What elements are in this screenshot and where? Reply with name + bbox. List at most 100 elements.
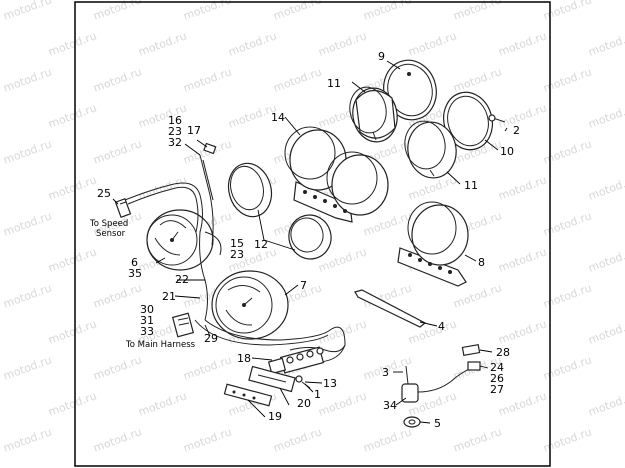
callout-24: 24 <box>490 361 504 374</box>
callout-17: 17 <box>187 124 201 137</box>
watermark-text: motod.ru <box>497 317 549 346</box>
watermark-text: motod.ru <box>2 425 54 454</box>
callout-1: 1 <box>314 388 321 401</box>
callout-11-upper: 11 <box>327 77 341 90</box>
gasket-ring-upper <box>383 59 437 121</box>
dual-housing-bracket <box>284 126 389 223</box>
watermark-text: motod.ru <box>407 29 459 58</box>
note-speed-sensor-line1: To Speed <box>89 219 128 229</box>
callout-30: 30 <box>140 303 154 316</box>
lamp-holder <box>248 365 296 393</box>
watermark-text: motod.ru <box>2 209 54 238</box>
watermark-text: motod.ru <box>587 101 625 130</box>
trim-ring-upper <box>227 162 273 218</box>
watermark-text: motod.ru <box>452 0 504 23</box>
tachometer-gauge <box>211 270 289 340</box>
washer <box>403 416 421 428</box>
callout-21: 21 <box>162 290 176 303</box>
watermark-text: motod.ru <box>137 29 189 58</box>
callout-22: 22 <box>175 273 189 286</box>
callout-25: 25 <box>97 187 111 200</box>
watermark-text: motod.ru <box>47 245 99 274</box>
mounting-strap <box>354 289 427 328</box>
watermark-text: motod.ru <box>182 425 234 454</box>
clip <box>203 142 217 155</box>
watermark-text: motod.ru <box>92 281 144 310</box>
watermark-text: motod.ru <box>587 29 625 58</box>
callout-15: 15 <box>230 237 244 250</box>
callout-33: 33 <box>140 325 154 338</box>
wiring-harness <box>124 154 346 363</box>
callout-23-upper: 23 <box>168 125 182 138</box>
watermark-text: motod.ru <box>182 0 234 23</box>
watermark-text: motod.ru <box>587 317 625 346</box>
callout-29: 29 <box>204 332 218 345</box>
watermark-text: motod.ru <box>2 137 54 166</box>
callout-4: 4 <box>438 320 445 333</box>
neutral-switch <box>401 343 481 403</box>
callout-32: 32 <box>168 136 182 149</box>
callout-20: 20 <box>297 397 311 410</box>
indicator-lamp-block <box>267 346 325 375</box>
callout-2: 2 <box>513 124 520 137</box>
callout-14: 14 <box>271 111 285 124</box>
single-housing-bracket <box>397 201 469 287</box>
watermark-text: motod.ru <box>317 317 369 346</box>
note-speed-sensor-line2: Sensor <box>96 229 126 239</box>
watermark-text: motod.ru <box>92 353 144 382</box>
callout-6: 6 <box>131 256 138 269</box>
leader-lines <box>112 60 508 424</box>
watermark-text: motod.ru <box>47 389 99 418</box>
watermark-text: motod.ru <box>47 317 99 346</box>
callout-18: 18 <box>237 352 251 365</box>
watermark-text: motod.ru <box>497 389 549 418</box>
watermark-text: motod.ru <box>137 389 189 418</box>
watermark-text: motod.ru <box>92 425 144 454</box>
watermark-text: motod.ru <box>497 29 549 58</box>
callout-10: 10 <box>500 145 514 158</box>
watermark-text: motod.ru <box>47 29 99 58</box>
watermark-text: motod.ru <box>47 101 99 130</box>
watermark-text: motod.ru <box>317 29 369 58</box>
speedometer-gauge <box>146 209 222 271</box>
callout-8: 8 <box>478 256 485 269</box>
watermark-text: motod.ru <box>497 101 549 130</box>
callout-13: 13 <box>323 377 337 390</box>
callout-11-lower: 11 <box>464 179 478 192</box>
diagram-frame <box>74 1 551 467</box>
callout-9: 9 <box>378 50 385 63</box>
watermark-text: motod.ru <box>2 65 54 94</box>
watermark-text: motod.ru <box>182 65 234 94</box>
callout-23-lower: 23 <box>230 248 244 261</box>
note-main-harness: To Main Harness <box>125 340 196 350</box>
watermark-text: motod.ru <box>362 425 414 454</box>
screw-small <box>488 114 506 123</box>
watermark-text: motod.ru <box>272 425 324 454</box>
watermark-text: motod.ru <box>362 0 414 23</box>
callout-34: 34 <box>383 399 397 412</box>
watermark-text: motod.ru <box>182 353 234 382</box>
callout-numbers: 9 11 2 10 11 14 16 23 32 17 25 12 15 23 … <box>97 50 520 430</box>
callout-35: 35 <box>128 267 142 280</box>
watermark-text: motod.ru <box>587 389 625 418</box>
callout-16: 16 <box>168 114 182 127</box>
watermark-text: motod.ru <box>587 173 625 202</box>
bezel-upper <box>349 86 398 143</box>
callout-31: 31 <box>140 314 154 327</box>
watermark-text: motod.ru <box>452 425 504 454</box>
trim-ring-lower <box>288 214 332 260</box>
watermark-text: motod.ru <box>182 137 234 166</box>
callout-26: 26 <box>490 372 504 385</box>
callout-3: 3 <box>382 366 389 379</box>
watermark-text: motod.ru <box>92 0 144 23</box>
diagram-notes: To Speed Sensor To Main Harness <box>89 219 196 350</box>
watermark-text: motod.ru <box>2 0 54 23</box>
bezel-right <box>404 120 457 179</box>
watermark-text: motod.ru <box>272 65 324 94</box>
watermark-text: motod.ru <box>497 173 549 202</box>
watermark-text: motod.ru <box>92 137 144 166</box>
speed-sensor-connector <box>114 198 132 218</box>
bulb-strip <box>223 383 273 407</box>
watermark-text: motod.ru <box>2 281 54 310</box>
